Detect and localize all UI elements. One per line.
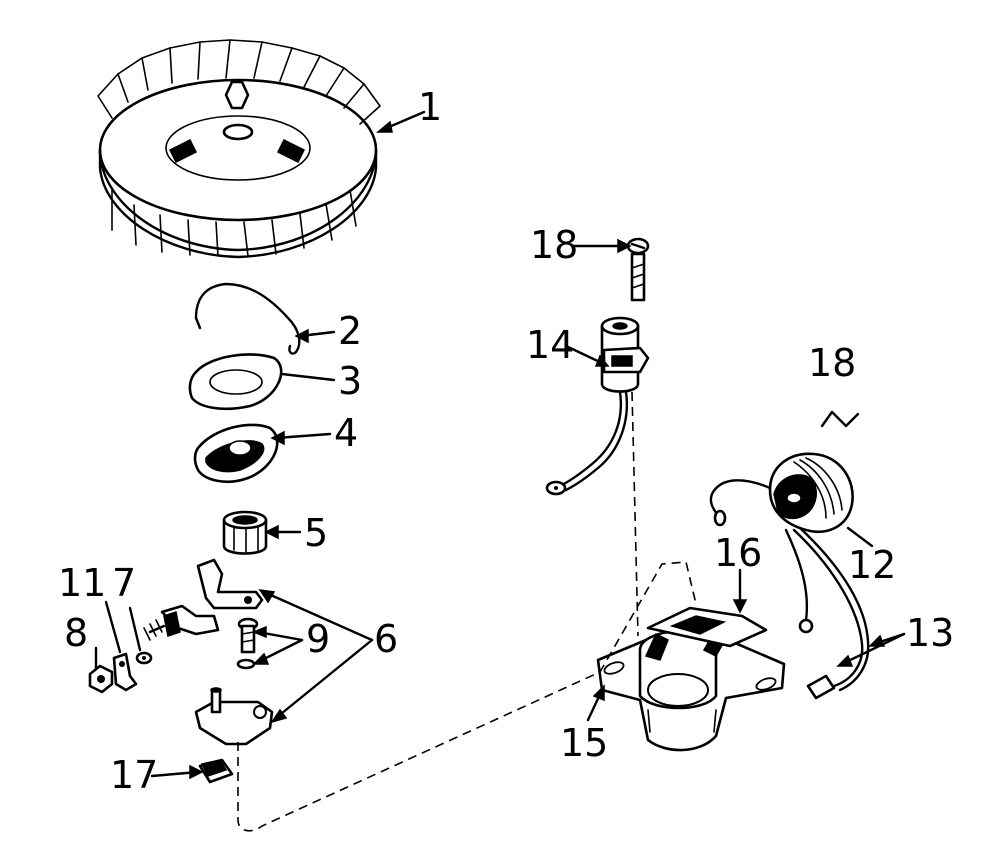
cam-sleeve-icon bbox=[222, 510, 268, 555]
callout-12: 12 bbox=[848, 543, 896, 587]
callout-5: 5 bbox=[304, 511, 328, 555]
callout-1: 1 bbox=[418, 85, 442, 129]
callout-labels: 1 2 3 4 5 6 7 8 9 11 12 13 14 15 16 17 1… bbox=[58, 85, 954, 797]
stator-bracket-icon bbox=[596, 606, 786, 752]
leader-lines bbox=[94, 110, 906, 780]
callout-16: 16 bbox=[714, 531, 762, 575]
callout-3: 3 bbox=[338, 359, 362, 403]
screw-icon bbox=[236, 617, 259, 670]
condenser-icon bbox=[545, 316, 650, 496]
callout-6: 6 bbox=[374, 617, 398, 661]
wire-spring-icon bbox=[820, 410, 860, 428]
breaker-cover-icon bbox=[193, 423, 279, 483]
callout-2: 2 bbox=[338, 309, 362, 353]
callout-14: 14 bbox=[526, 323, 574, 367]
callout-9: 9 bbox=[306, 617, 330, 661]
coil-leads-icon bbox=[709, 479, 870, 700]
screw-icon bbox=[626, 237, 650, 302]
callout-11: 11 bbox=[58, 561, 106, 605]
nut-icon bbox=[88, 664, 114, 694]
cover-gasket-icon bbox=[188, 353, 283, 411]
flywheel-icon bbox=[97, 39, 381, 259]
callout-18: 18 bbox=[808, 341, 856, 385]
callout-4: 4 bbox=[334, 411, 358, 455]
callout-18: 18 bbox=[530, 223, 578, 267]
terminal-lug-icon bbox=[112, 652, 138, 692]
breaker-points-icon bbox=[143, 558, 274, 746]
felt-pad-icon bbox=[198, 758, 234, 784]
callout-7: 7 bbox=[112, 561, 136, 605]
assembly-dashed-line bbox=[631, 391, 639, 637]
callout-8: 8 bbox=[64, 611, 88, 655]
ignition-coil-icon bbox=[768, 452, 854, 533]
callout-13: 13 bbox=[906, 611, 954, 655]
callout-15: 15 bbox=[560, 721, 608, 765]
wire-spring-icon bbox=[194, 282, 301, 355]
callout-17: 17 bbox=[110, 753, 158, 797]
washer-icon bbox=[135, 651, 153, 665]
assembly-dashed-line bbox=[237, 561, 697, 832]
